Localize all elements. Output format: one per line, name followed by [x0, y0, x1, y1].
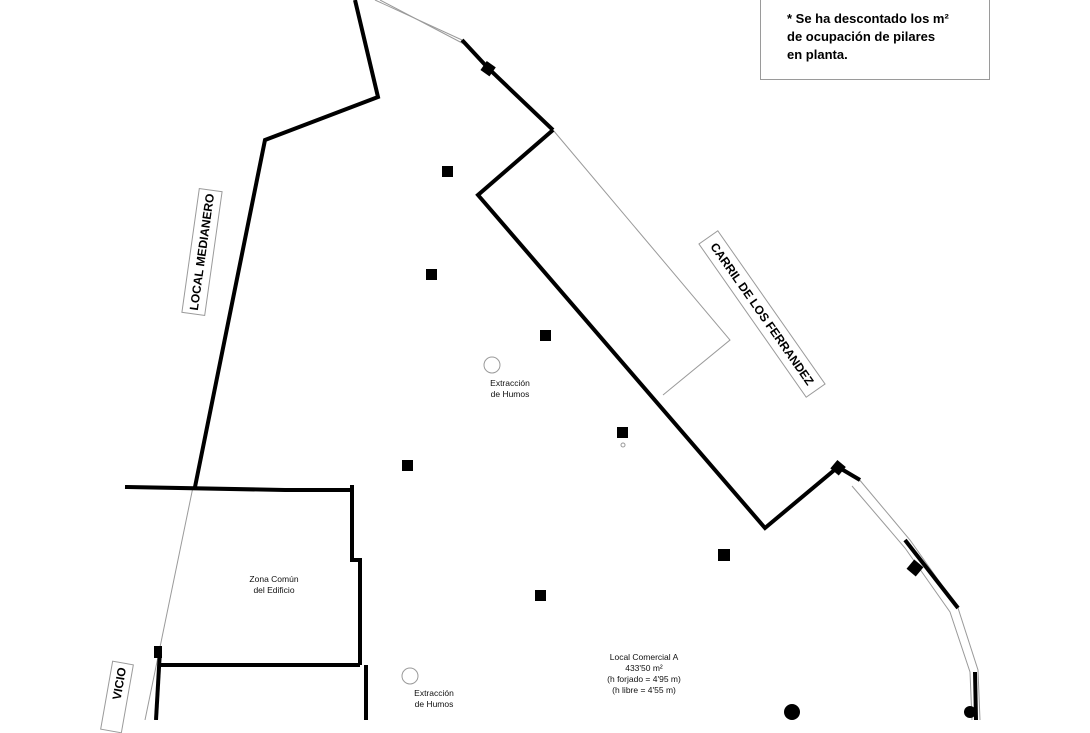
- zona-comun-line-1: Zona Común: [249, 574, 299, 584]
- humos-duct-2: [401, 667, 419, 685]
- thin-boundary-lines: [144, 0, 981, 720]
- round-pillar: [784, 704, 800, 720]
- local-line-3: (h forjado = 4'95 m): [607, 674, 681, 684]
- pillar: [540, 330, 551, 341]
- carril-wall: [475, 128, 840, 531]
- extraccion-2-line-1: Extracción: [414, 688, 454, 698]
- top-facade-thin-line-2: [379, 0, 465, 45]
- pillars: [154, 61, 976, 720]
- curved-facade-thin-line-2: [851, 485, 973, 720]
- round-pillar-small: [964, 706, 976, 718]
- local-line-2: 433'50 m²: [625, 663, 663, 673]
- extraccion-2-line-2: de Humos: [414, 699, 454, 709]
- note-line-1: * Se ha descontado los m²: [787, 11, 949, 26]
- extraccion-humos-label-2: Extracción de Humos: [394, 688, 474, 710]
- carril-sidewalk-line: [552, 129, 731, 396]
- pillar: [906, 559, 924, 577]
- extraccion-1-line-1: Extracción: [490, 378, 530, 388]
- medianero-wall: [193, 0, 381, 488]
- pillar: [718, 549, 730, 561]
- note-line-3: en planta.: [787, 47, 848, 62]
- curved-facade-wall-2: [903, 538, 960, 610]
- left-boundary-thin-line: [144, 486, 194, 720]
- pillar: [830, 459, 846, 476]
- humos-duct-1: [483, 356, 501, 374]
- common-zone-right-wall: [350, 485, 362, 665]
- local-line-4: (h libre = 4'55 m): [612, 685, 676, 695]
- pillar: [617, 427, 628, 438]
- common-zone-left-wall: [154, 649, 162, 720]
- small-drain: [620, 442, 626, 448]
- zona-comun-label: Zona Común del Edificio: [232, 574, 316, 596]
- pillar: [154, 646, 162, 658]
- servicio-text: VICIO: [109, 666, 130, 701]
- walls: [124, 0, 978, 720]
- note-line-2: de ocupación de pilares: [787, 29, 936, 44]
- pillar: [426, 269, 437, 280]
- extraccion-humos-label-1: Extracción de Humos: [470, 378, 550, 400]
- note-box: * Se ha descontado los m² de ocupación d…: [760, 0, 990, 80]
- extraccion-1-line-2: de Humos: [490, 389, 530, 399]
- zona-comun-line-2: del Edificio: [253, 585, 295, 595]
- local-line-1: Local Comercial A: [609, 652, 679, 662]
- pillar: [535, 590, 546, 601]
- pillar: [402, 460, 413, 471]
- pillar: [442, 166, 453, 177]
- local-comercial-label: Local Comercial A 433'50 m² (h forjado =…: [594, 652, 694, 696]
- common-zone-top-wall: [124, 485, 350, 492]
- top-right-facade-wall: [460, 38, 555, 132]
- pillar: [480, 61, 496, 77]
